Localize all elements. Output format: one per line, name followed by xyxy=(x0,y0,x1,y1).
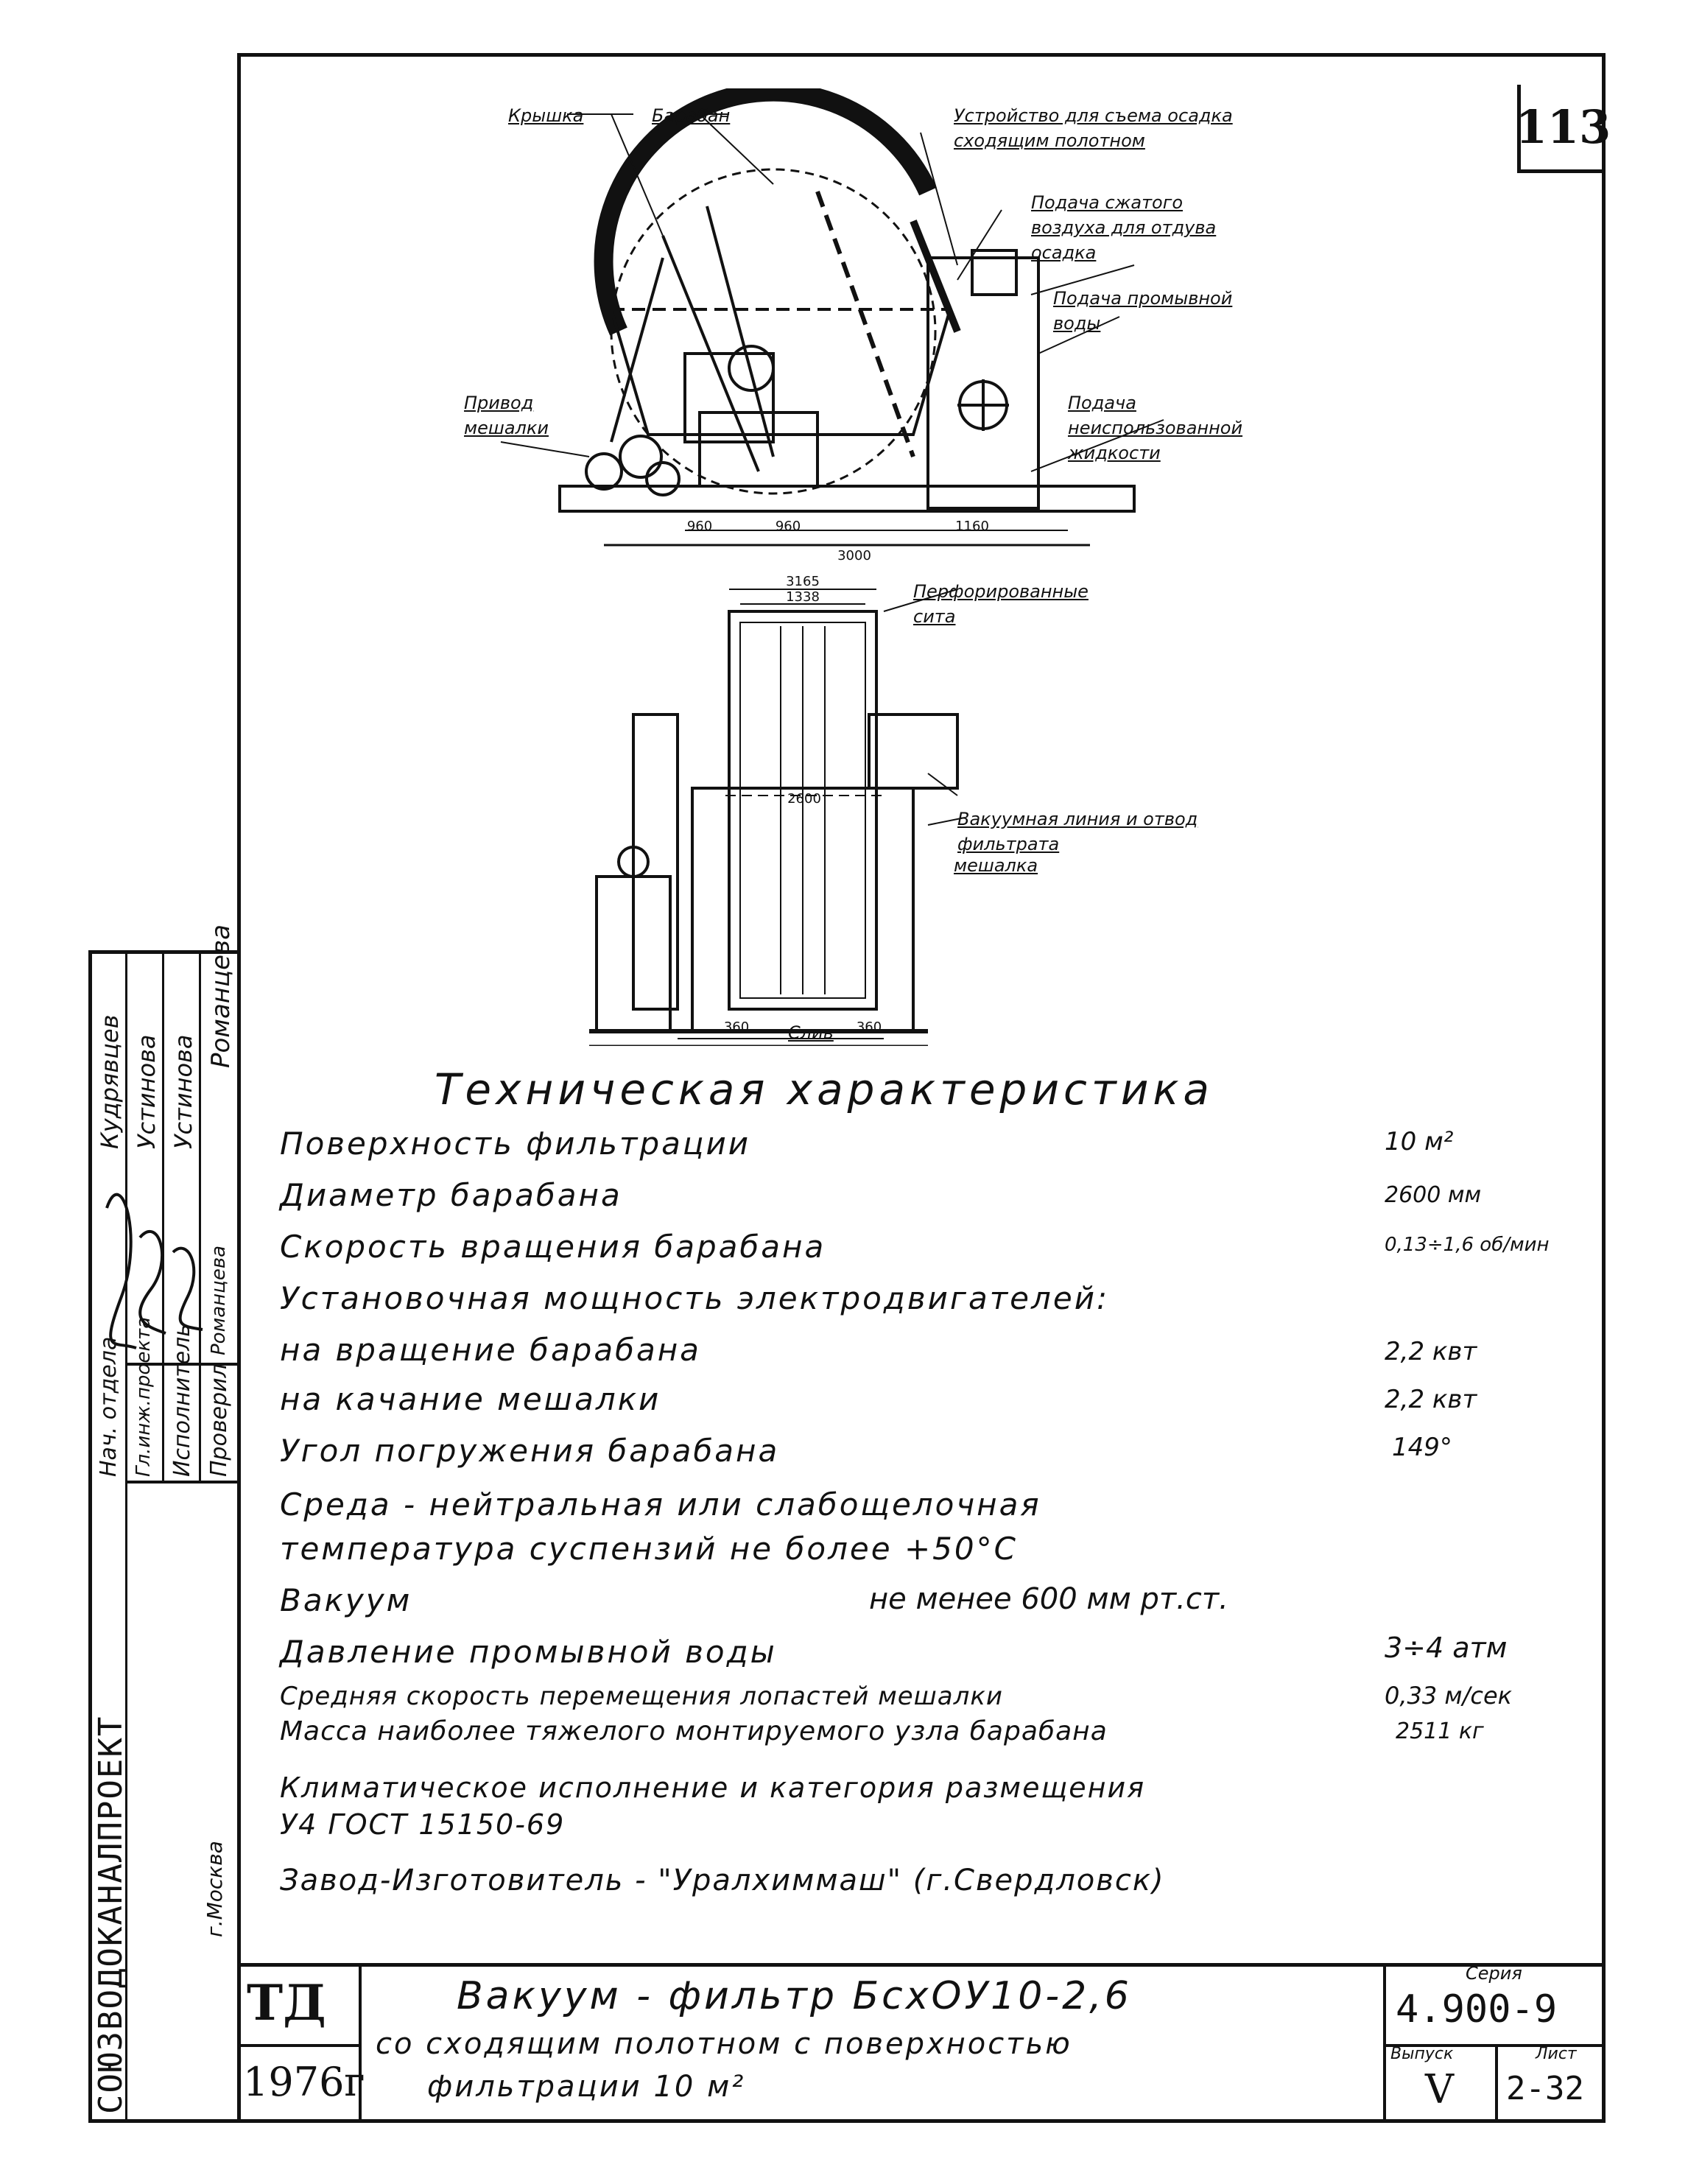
sheet-number: 113 xyxy=(1516,85,1611,173)
stamp-name: Романцева xyxy=(206,924,236,1068)
stamp-name: Кудрявцев xyxy=(96,1014,124,1149)
stamp-divider xyxy=(199,950,201,1481)
organization-name: СОЮЗВОДОКАНАЛПРОЕКТ xyxy=(92,1715,130,2114)
callout-agitator-drive: Привод мешалки xyxy=(464,393,549,438)
drawing-frame xyxy=(237,53,1606,2123)
spec-value: 2,2 квт xyxy=(1385,1385,1477,1414)
stamp-divider xyxy=(125,1363,237,1366)
stamp-divider xyxy=(125,1481,237,1483)
dim-3165: 3165 xyxy=(786,574,820,589)
spec-label: У4 ГОСТ 15150-69 xyxy=(280,1808,566,1841)
title-block-year: 1976г xyxy=(243,2059,365,2105)
callout-vacuum-line: Вакуумная линия и отвод фильтрата xyxy=(957,809,1198,854)
callout-cover: Крышка xyxy=(508,105,584,126)
title-block-divider xyxy=(1495,2044,1498,2121)
callout-agitator: мешалка xyxy=(954,855,1038,876)
spec-value: 0,33 м/сек xyxy=(1385,1682,1512,1710)
spec-label: на вращение барабана xyxy=(280,1332,701,1368)
title-block-code: ТД xyxy=(247,1974,326,2032)
title-block-divider xyxy=(1383,2044,1606,2047)
stamp-border xyxy=(88,2119,237,2123)
series-value: 4.900-9 xyxy=(1396,1987,1558,2032)
spec-label: Поверхность фильтрации xyxy=(280,1126,751,1162)
spec-label: Угол погружения барабана xyxy=(280,1433,780,1469)
spec-label: Средняя скорость перемещения лопастей ме… xyxy=(280,1682,1003,1711)
signature-text: Романцева xyxy=(208,1245,230,1355)
spec-label: Давление промывной воды xyxy=(280,1634,777,1670)
callout-discharge-device: Устройство для съема осадка сходящим пол… xyxy=(954,105,1233,151)
callout-wash-water: Подача промывной воды xyxy=(1053,288,1233,334)
drawing-title-line1: Вакуум - фильтр БсхОУ10-2,6 xyxy=(457,1974,1132,2018)
stamp-border xyxy=(88,950,92,2123)
stamp-city: г.Москва xyxy=(203,1841,227,1937)
dim-1160: 1160 xyxy=(955,519,989,534)
dim-1338: 1338 xyxy=(786,589,820,605)
series-label: Серия xyxy=(1466,1963,1522,1984)
title-block-border xyxy=(237,1963,1606,1967)
issue-value: V xyxy=(1425,2066,1454,2113)
spec-label: на качание мешалки xyxy=(280,1381,661,1417)
spec-label: Среда - нейтральная или слабощелочная xyxy=(280,1486,1041,1523)
callout-drum: Барабан xyxy=(652,105,731,126)
spec-value: 3÷4 атм xyxy=(1385,1632,1508,1664)
dim-2600: 2600 xyxy=(787,791,821,807)
spec-label: Установочная мощность электродвигателей: xyxy=(280,1280,1110,1316)
dim-960-a: 960 xyxy=(687,519,712,534)
side-view-drawing: 3165 1338 2600 360 360 xyxy=(589,574,966,1046)
spec-value: 2,2 квт xyxy=(1385,1337,1477,1366)
dim-3000: 3000 xyxy=(837,548,871,563)
title-block-divider xyxy=(1383,1963,1386,2121)
stamp-role: Проверил xyxy=(206,1363,232,1477)
callout-perforated-sieves: Перфорированные сита xyxy=(913,581,1089,627)
issue-label: Выпуск xyxy=(1390,2045,1454,2063)
dim-360-b: 360 xyxy=(857,1019,882,1035)
stamp-divider xyxy=(125,950,127,2123)
stamp-divider xyxy=(162,950,164,1481)
spec-label: Вакуум xyxy=(280,1582,412,1618)
spec-value: 149° xyxy=(1392,1433,1452,1462)
spec-value: 10 м² xyxy=(1385,1127,1454,1156)
spec-label: Масса наиболее тяжелого монтируемого узл… xyxy=(280,1716,1108,1746)
stamp-name: Устинова xyxy=(169,1034,197,1150)
sheet-value: 2-32 xyxy=(1506,2070,1584,2107)
signatures xyxy=(105,1193,203,1349)
dim-360-a: 360 xyxy=(724,1019,749,1035)
drawing-title-line2: со сходящим полотном с поверхностью xyxy=(376,2027,1072,2061)
drawing-title-line3: фильтрации 10 м² xyxy=(427,2070,746,2104)
spec-label: Завод-Изготовитель - "Уралхиммаш" (г.Све… xyxy=(280,1864,1165,1897)
spec-value: 0,13÷1,6 об/мин xyxy=(1385,1234,1550,1256)
sheet-label: Лист xyxy=(1536,2045,1577,2063)
callout-air-supply: Подача сжатого воздуха для отдува осадка xyxy=(1031,192,1217,263)
spec-value: 2600 мм xyxy=(1385,1182,1482,1208)
dim-960-b: 960 xyxy=(776,519,801,534)
spec-label: Климатическое исполнение и категория раз… xyxy=(280,1772,1146,1804)
spec-label: Диаметр барабана xyxy=(280,1177,622,1213)
specs-title: Техническая характеристика xyxy=(435,1064,1214,1114)
callout-drain: Слив xyxy=(788,1022,834,1043)
front-view-drawing: 960 960 1160 3000 xyxy=(500,88,1164,563)
title-block-divider xyxy=(359,1963,362,2121)
spec-label: температура суспензий не более +50°С xyxy=(280,1531,1018,1567)
spec-value: не менее 600 мм рт.ст. xyxy=(869,1582,1228,1616)
spec-value: 2511 кг xyxy=(1396,1718,1484,1744)
stamp-name: Устинова xyxy=(133,1034,161,1150)
title-block-divider xyxy=(237,2044,359,2047)
callout-liquid-supply: Подача неиспользованной жидкости xyxy=(1068,393,1243,463)
spec-label: Скорость вращения барабана xyxy=(280,1229,826,1265)
